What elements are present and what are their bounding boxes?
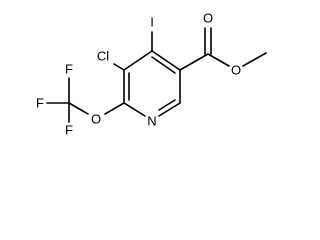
atom-ether-oxygen: O <box>91 112 101 127</box>
bond-c5-carbonyl <box>179 53 209 71</box>
bond-n-c6 <box>158 102 181 117</box>
substituent-bonds <box>46 27 267 123</box>
bond-n-c6-inner <box>158 99 176 111</box>
atom-fluorine-left: F <box>36 96 44 111</box>
atom-ester-oxygen: O <box>231 63 241 78</box>
bond-c2-n <box>123 102 146 117</box>
atom-labels: I Cl N O F F F O O <box>36 11 241 138</box>
ring-bonds <box>123 50 181 117</box>
atom-fluorine-top: F <box>65 62 73 77</box>
bond-o-methyl <box>242 52 267 67</box>
atom-fluorine-bottom: F <box>65 123 73 138</box>
atom-carbonyl-oxygen: O <box>203 11 213 26</box>
atom-nitrogen: N <box>147 114 156 129</box>
molecule-structure: I Cl N O F F F O O <box>36 11 267 138</box>
bond-oxygen-cf3 <box>68 102 89 115</box>
atom-chlorine: Cl <box>97 49 109 64</box>
bond-c4-c3 <box>123 50 153 71</box>
bond-carbonyl-o-single <box>207 53 230 67</box>
atom-iodine: I <box>150 15 154 30</box>
bond-c2-oxygen <box>104 102 125 115</box>
bond-c3-chlorine <box>113 63 125 71</box>
bond-c5-c4-inner <box>151 56 176 74</box>
bond-c5-c4 <box>151 50 181 71</box>
